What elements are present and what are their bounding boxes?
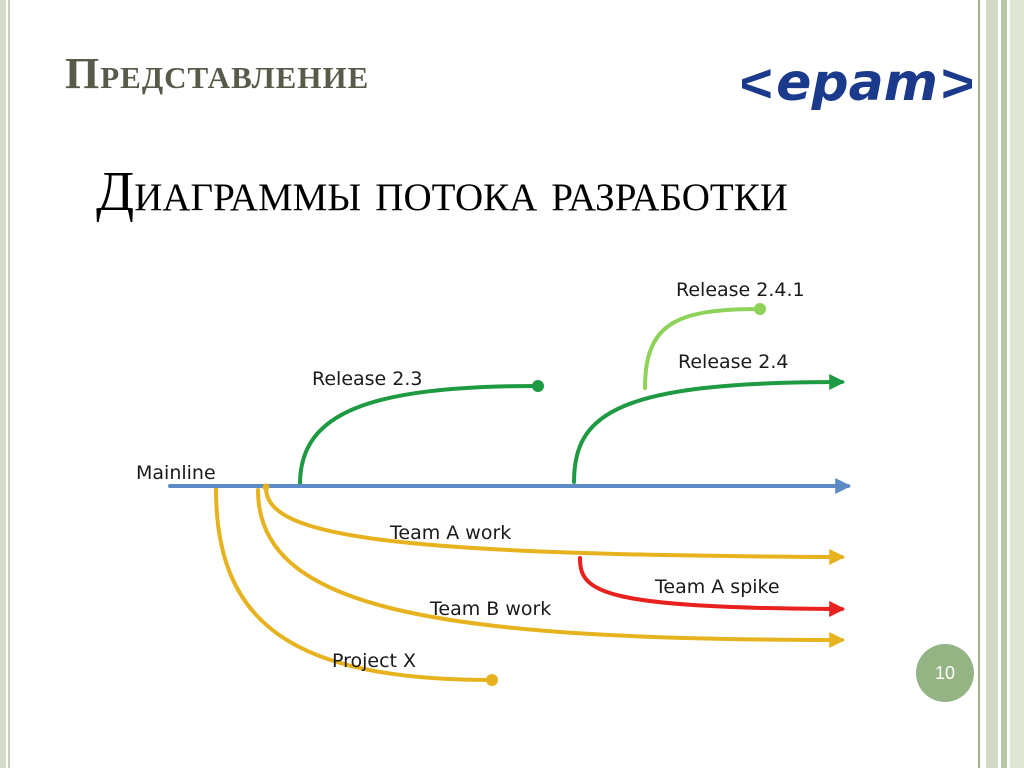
team-a-work-branch — [264, 486, 846, 565]
release-2-4-1-endpoint — [754, 303, 766, 315]
left-frame-decoration — [0, 0, 12, 768]
epam-logo: <epam> — [742, 53, 972, 110]
team-b-work-branch — [256, 488, 846, 648]
epam-logo-text: <epam> — [742, 53, 972, 110]
section-title: Представление — [65, 49, 370, 98]
team-a-spike-branch — [578, 556, 846, 617]
project-x-endpoint — [486, 674, 498, 686]
project-x-branch — [214, 487, 494, 682]
release-2-4-1-label: Release 2.4.1 — [676, 279, 805, 301]
mainline-label: Mainline — [136, 462, 216, 484]
release-2-4-1-branch — [643, 307, 762, 390]
release-2-4-label: Release 2.4 — [678, 351, 789, 373]
slide-title: Диаграммы потока разработки — [96, 161, 788, 223]
team-a-spike-label: Team A spike — [654, 576, 780, 598]
release-2-3-branch — [298, 384, 540, 486]
page-number-badge: 10 — [916, 644, 974, 702]
release-2-4-branch — [572, 374, 846, 484]
right-frame-decoration — [976, 0, 1024, 768]
team-a-work-label: Team A work — [389, 522, 511, 544]
release-2-3-endpoint — [532, 380, 544, 392]
development-flow-diagram: Mainline Release 2.3 Release 2.4 Release… — [136, 279, 852, 686]
project-x-label: Project X — [332, 650, 416, 672]
branch-point — [262, 483, 270, 491]
release-2-3-label: Release 2.3 — [312, 368, 423, 390]
team-b-work-label: Team B work — [429, 598, 551, 620]
